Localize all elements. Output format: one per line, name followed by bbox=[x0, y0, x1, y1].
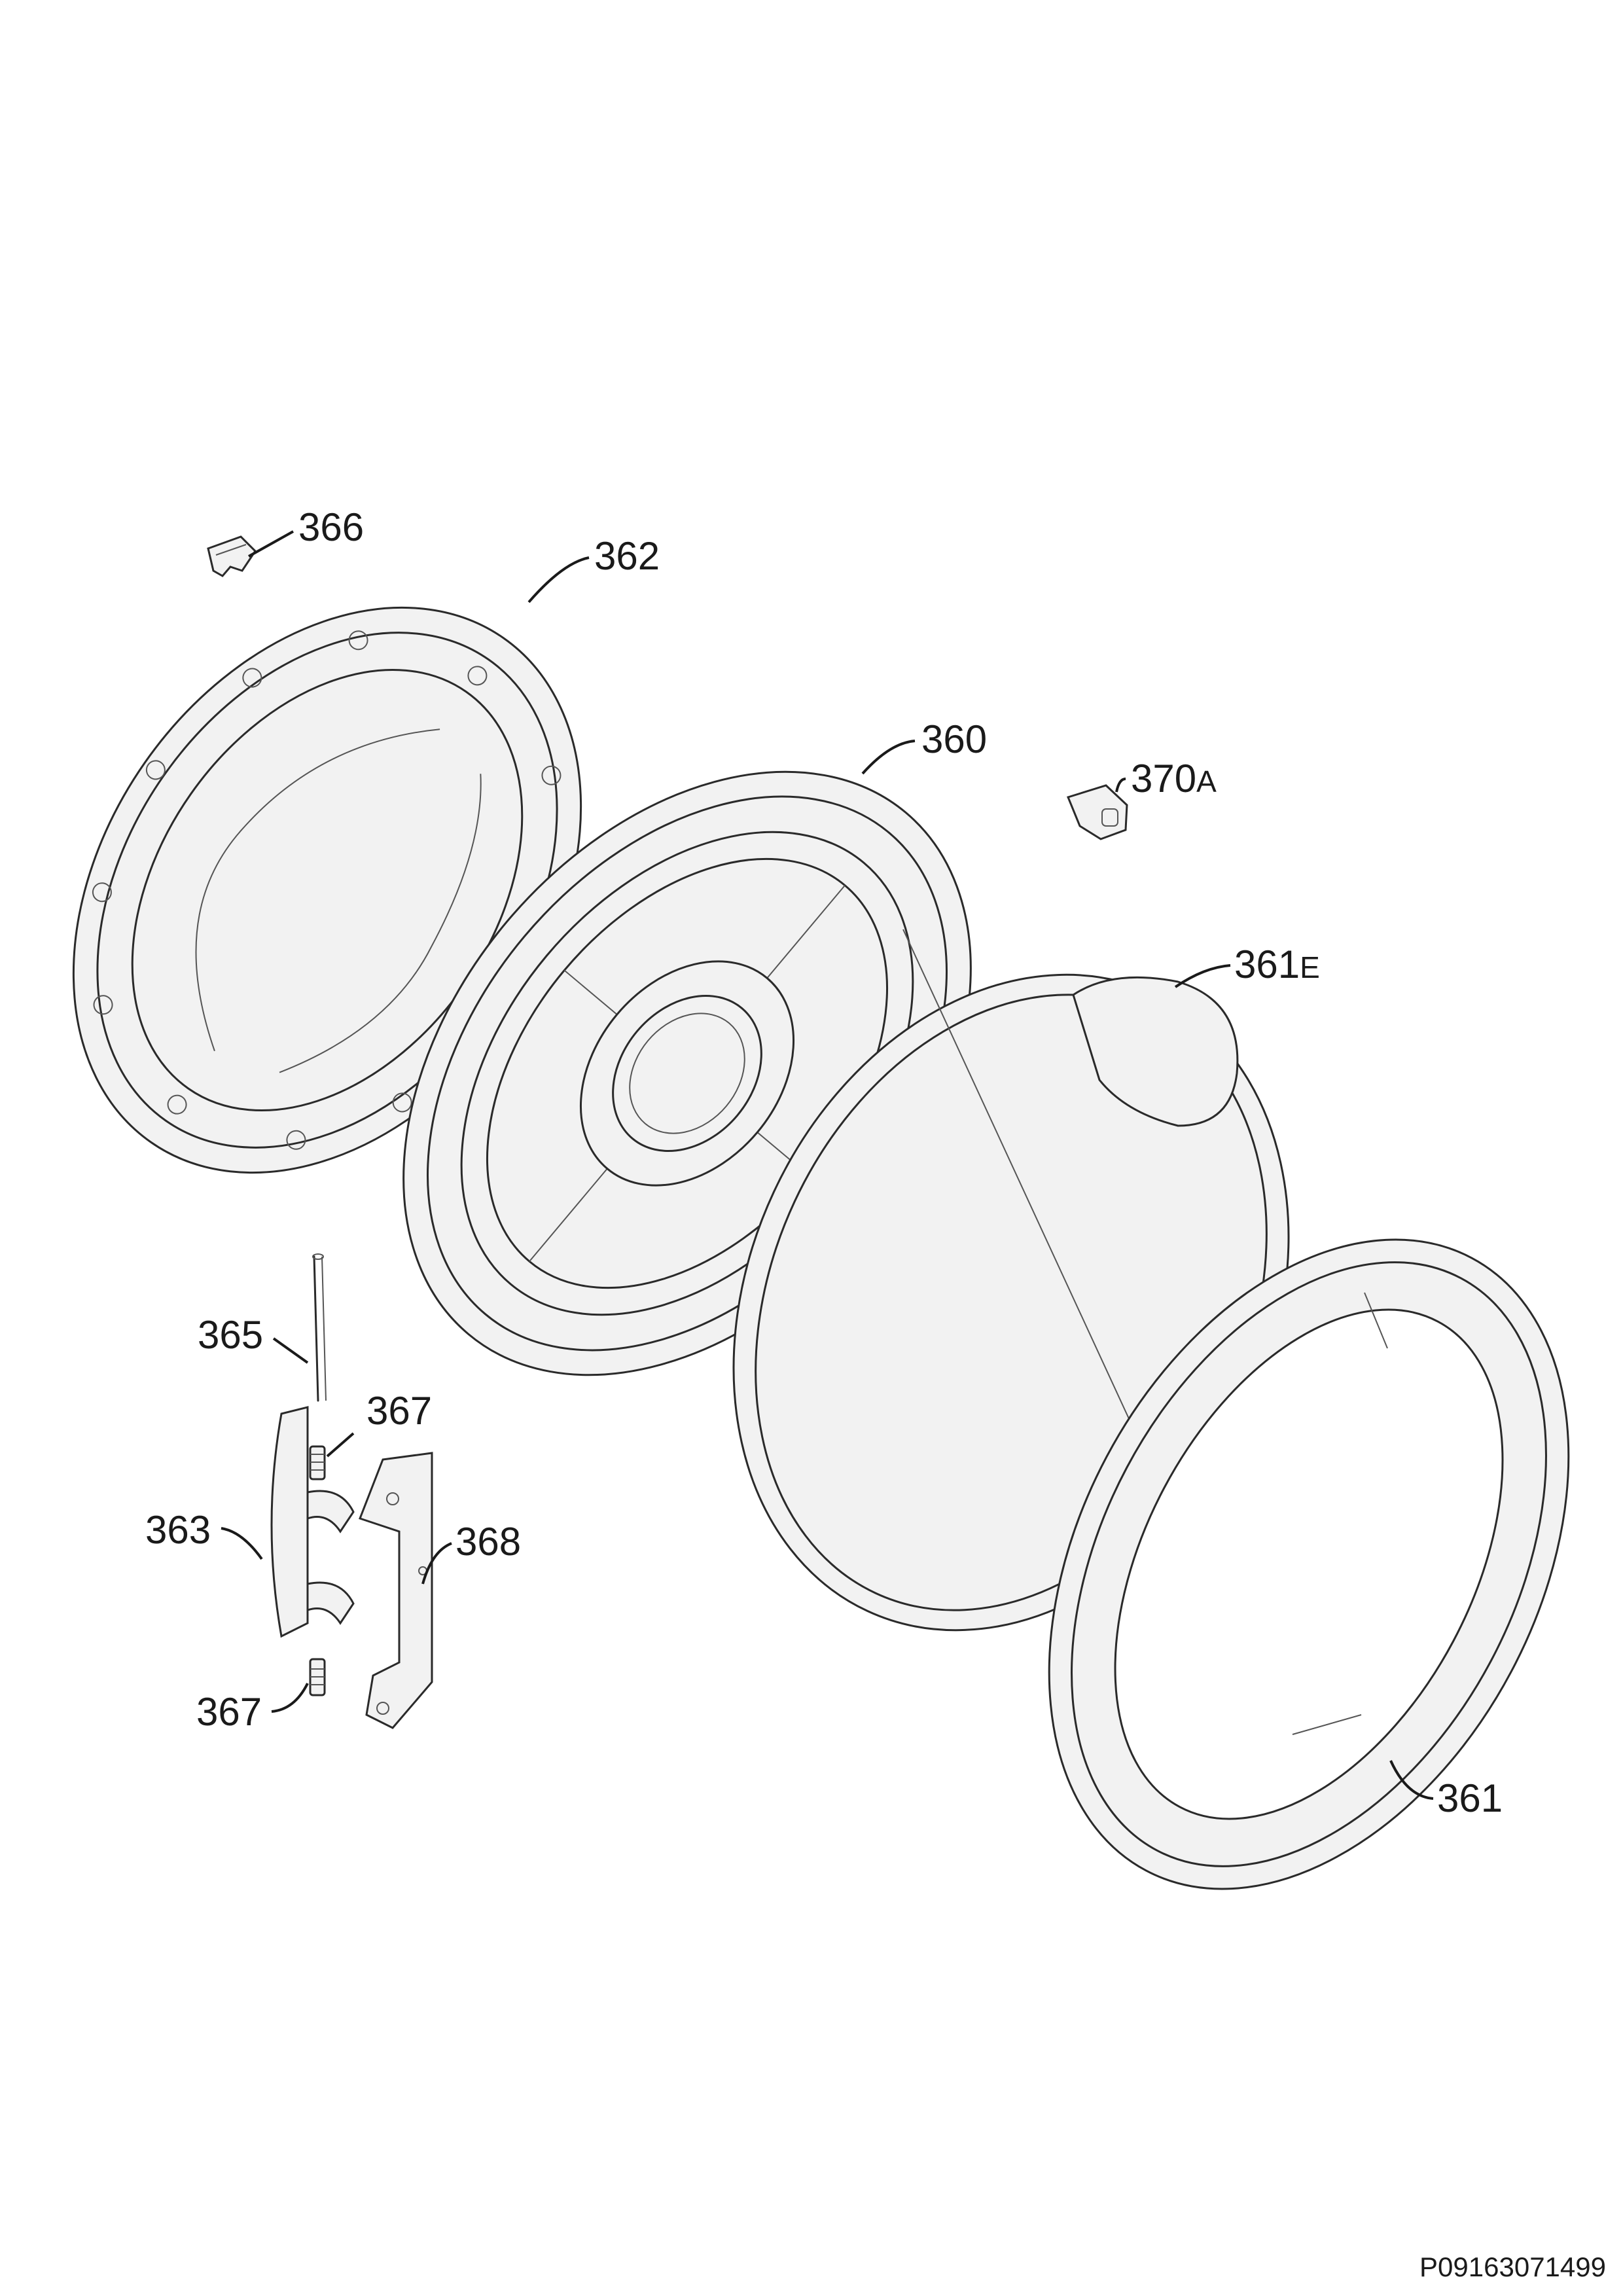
callout-370a: 370A bbox=[1131, 757, 1217, 800]
part-366-clip bbox=[207, 535, 257, 577]
callout-368: 368 bbox=[455, 1520, 521, 1564]
callout-labels: 366 362 360 370A 361E 365 367 363 368 36… bbox=[145, 505, 1503, 1820]
leader-lines bbox=[221, 530, 1434, 1800]
callout-362: 362 bbox=[594, 534, 660, 578]
leader-366 bbox=[248, 530, 294, 558]
leader-368 bbox=[421, 1542, 452, 1585]
leader-363 bbox=[221, 1527, 263, 1560]
callout-365: 365 bbox=[198, 1313, 263, 1357]
leader-370a bbox=[1115, 778, 1126, 793]
leader-367-upper bbox=[326, 1432, 355, 1458]
part-367-screw-upper bbox=[309, 1445, 326, 1480]
part-363-hinge bbox=[270, 1406, 355, 1638]
leader-365 bbox=[272, 1337, 309, 1364]
callout-360: 360 bbox=[921, 717, 987, 761]
leader-367-lower bbox=[271, 1683, 309, 1713]
leader-362 bbox=[527, 556, 590, 603]
part-370a-latch bbox=[1066, 784, 1128, 840]
callout-361e: 361E bbox=[1234, 942, 1320, 986]
part-361-outer-door-ring bbox=[1048, 1238, 1570, 1890]
callout-363: 363 bbox=[145, 1508, 211, 1552]
leader-361e bbox=[1174, 964, 1231, 988]
callout-367-lower: 367 bbox=[196, 1690, 262, 1734]
callout-361: 361 bbox=[1437, 1776, 1503, 1820]
leader-361 bbox=[1389, 1760, 1434, 1800]
part-367-screw-lower bbox=[309, 1658, 326, 1696]
part-368-hinge-plate bbox=[359, 1452, 433, 1729]
callout-367-upper: 367 bbox=[366, 1389, 432, 1433]
callout-366: 366 bbox=[298, 505, 364, 549]
part-365-hinge-pin bbox=[312, 1253, 327, 1402]
drawing-id: P09163071499 bbox=[1419, 2251, 1606, 2282]
leader-360 bbox=[861, 740, 916, 775]
